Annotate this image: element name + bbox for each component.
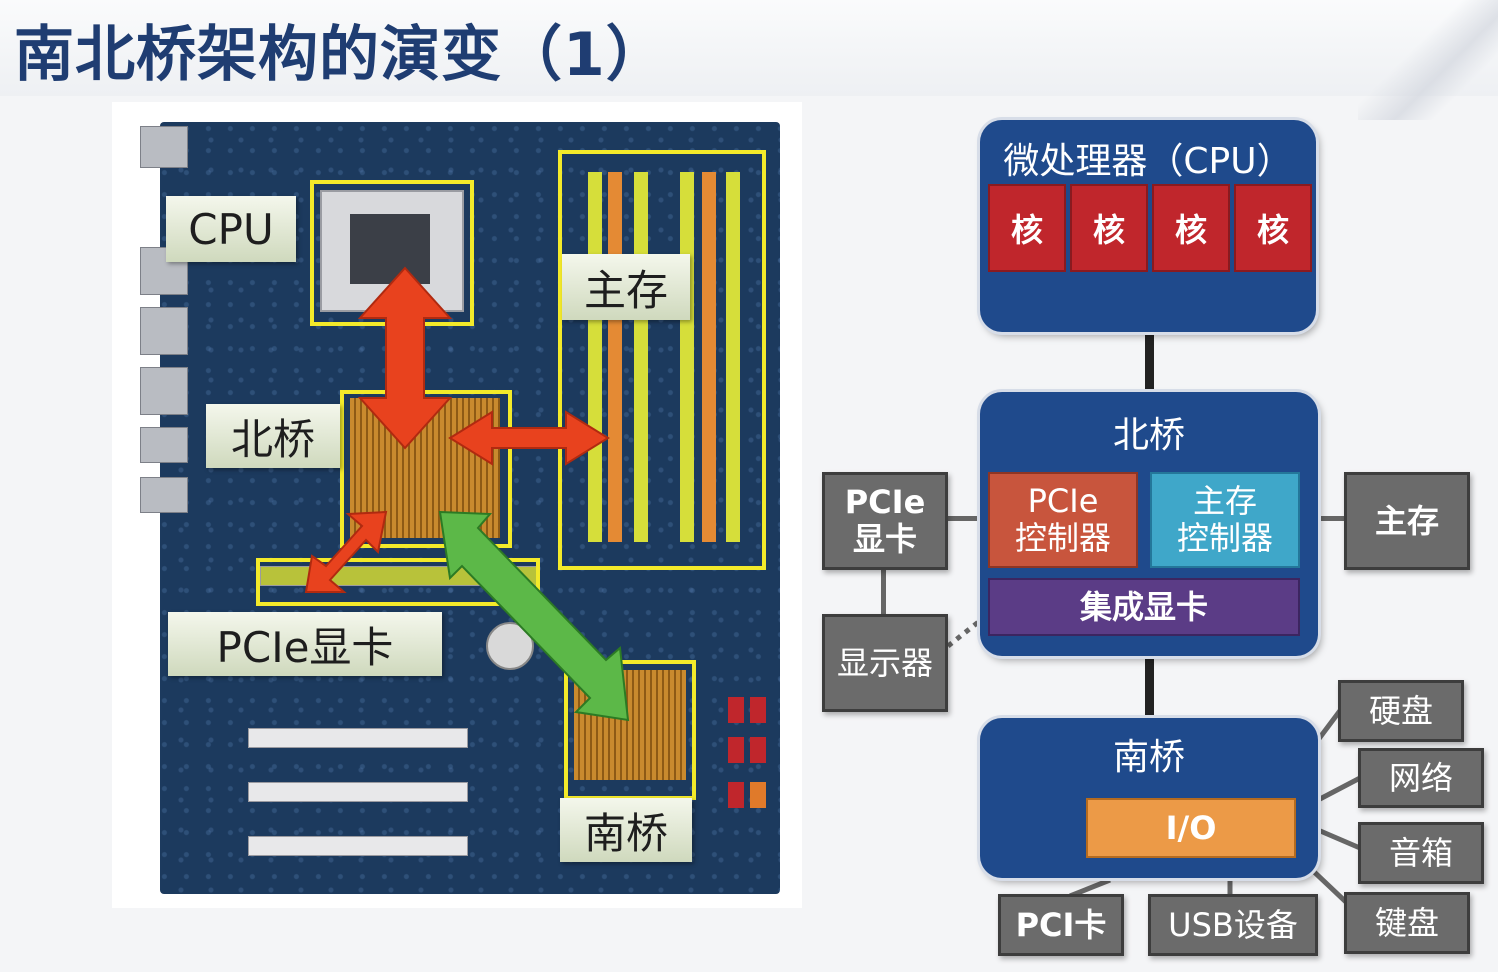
io-port bbox=[140, 307, 188, 355]
sata-port bbox=[728, 697, 744, 723]
memory-highlight-box bbox=[558, 150, 766, 570]
pcie-gpu-card: PCIe 显卡 bbox=[822, 472, 948, 570]
speaker: 音箱 bbox=[1358, 822, 1484, 884]
arrow-northbridge-memory bbox=[448, 410, 610, 466]
cpu-block-title: 微处理器（CPU） bbox=[1003, 141, 1293, 182]
monitor: 显示器 bbox=[822, 614, 948, 712]
sata-port bbox=[750, 697, 766, 723]
sata-port bbox=[728, 782, 744, 808]
io-port bbox=[140, 477, 188, 513]
northbridge-block: 北桥 PCIe 控制器 主存 控制器 集成显卡 bbox=[980, 392, 1318, 656]
pci-slot bbox=[248, 836, 468, 856]
io-controller: I/O bbox=[1086, 798, 1296, 858]
link-pcie-monitor bbox=[881, 566, 886, 614]
pcie-highlight-box bbox=[256, 558, 540, 606]
usb-device: USB设备 bbox=[1148, 894, 1318, 956]
sata-port bbox=[750, 737, 766, 763]
mb-label-southbridge: 南桥 bbox=[560, 798, 692, 862]
io-port bbox=[140, 427, 188, 463]
link-northbridge-southbridge bbox=[1145, 656, 1154, 718]
sata-port bbox=[728, 737, 744, 763]
sata-port bbox=[750, 782, 766, 808]
cpu-core: 核 bbox=[1070, 184, 1148, 272]
network: 网络 bbox=[1358, 748, 1484, 808]
northbridge-title: 北桥 bbox=[1112, 415, 1185, 456]
cpu-core: 核 bbox=[988, 184, 1066, 272]
cpu-core: 核 bbox=[1234, 184, 1312, 272]
keyboard: 键盘 bbox=[1344, 892, 1470, 954]
pci-slot bbox=[248, 728, 468, 748]
hard-disk: 硬盘 bbox=[1338, 680, 1464, 742]
io-port bbox=[140, 126, 188, 168]
pcie-controller: PCIe 控制器 bbox=[988, 472, 1138, 568]
link-pcie-card bbox=[946, 516, 986, 521]
mb-label-northbridge: 北桥 bbox=[206, 404, 340, 468]
mb-label-cpu: CPU bbox=[166, 196, 296, 262]
pci-card: PCI卡 bbox=[998, 894, 1124, 956]
page-title: 南北桥架构的演变（1） bbox=[14, 20, 667, 90]
ram-slot bbox=[702, 172, 716, 542]
link-memory bbox=[1300, 516, 1344, 521]
pci-slot bbox=[248, 782, 468, 802]
main-memory: 主存 bbox=[1344, 472, 1470, 570]
cpu-core: 核 bbox=[1152, 184, 1230, 272]
integrated-gpu: 集成显卡 bbox=[988, 578, 1300, 636]
corner-decoration bbox=[1358, 0, 1498, 120]
arrow-northbridge-southbridge bbox=[438, 510, 630, 722]
ram-slot bbox=[726, 172, 740, 542]
link-cpu-northbridge bbox=[1145, 330, 1154, 394]
northbridge-highlight-box bbox=[340, 390, 512, 548]
arrow-cpu-northbridge bbox=[357, 266, 453, 450]
title-band bbox=[0, 0, 1498, 96]
southbridge-block: 南桥 I/O bbox=[980, 718, 1318, 878]
mb-label-memory: 主存 bbox=[562, 254, 690, 320]
mb-label-pcie-gpu: PCIe显卡 bbox=[168, 612, 442, 676]
cpu-block: 微处理器（CPU） 核 核 核 核 bbox=[980, 120, 1316, 332]
arrow-northbridge-pcie bbox=[304, 510, 388, 593]
memory-controller: 主存 控制器 bbox=[1150, 472, 1300, 568]
io-port bbox=[140, 367, 188, 415]
southbridge-title: 南桥 bbox=[1112, 737, 1185, 778]
